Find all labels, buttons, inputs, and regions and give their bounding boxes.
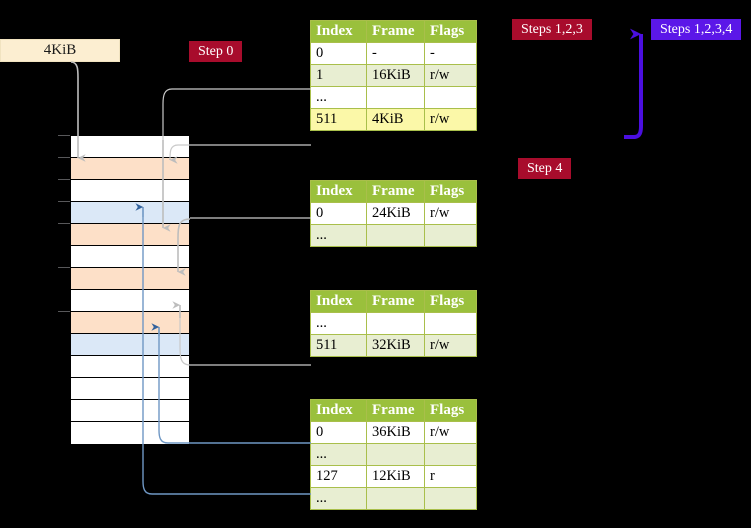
memory-tick-8 [58,311,70,312]
memory-tick-6 [58,267,70,268]
cell-frame: 32KiB [366,334,425,357]
memory-frame-10 [71,356,189,378]
badge-step-0: Step 0 [189,41,243,62]
cell-index: 511 [310,108,367,131]
cell-index: ... [310,443,367,466]
memory-frame-0 [71,136,189,158]
column-header-flags: Flags [424,180,477,203]
cell-flags: r/w [424,334,477,357]
table-row: ... [310,224,477,247]
memory-frame-11 [71,378,189,400]
cell-frame: - [366,42,425,65]
badge-steps-1-2-3: Steps 1,2,3 [512,19,592,40]
column-header-flags: Flags [424,20,477,43]
cell-frame [366,224,425,247]
cell-flags [424,487,477,510]
memory-frame-7 [71,290,189,312]
memory-tick-2 [58,179,70,180]
cell-flags: r/w [424,108,477,131]
memory-tick-0 [58,135,70,136]
cell-index: 1 [310,64,367,87]
memory-frame-3 [71,202,189,224]
cell-frame: 36KiB [366,421,425,444]
cell-index: 0 [310,202,367,225]
badge-steps-1-2-3-4: Steps 1,2,3,4 [651,19,742,40]
connector-table0-row1 [162,88,311,140]
cell-frame: 4KiB [366,108,425,131]
memory-frame-5 [71,246,189,268]
column-header-index: Index [310,290,367,313]
cell-frame [366,487,425,510]
cell-flags [424,86,477,109]
table-row: ... [310,312,477,335]
column-header-index: Index [310,399,367,422]
cell-index: 511 [310,334,367,357]
connector-table0-row511 [169,144,311,160]
cell-index: ... [310,487,367,510]
connector-table2-row511 [179,318,311,366]
memory-frame-1 [71,158,189,180]
memory-tick-4 [58,223,70,224]
column-header-frame: Frame [366,180,425,203]
memory-frame-8 [71,312,189,334]
cell-frame [366,86,425,109]
cell-index: ... [310,86,367,109]
column-header-index: Index [310,20,367,43]
table-row: ... [310,86,477,109]
column-header-frame: Frame [366,20,425,43]
cell-flags: r/w [424,64,477,87]
cell-flags [424,224,477,247]
memory-tick-1 [58,157,70,158]
cell-flags: - [424,42,477,65]
cell-flags: r/w [424,202,477,225]
badge-step-4: Step 4 [518,158,572,179]
memory-size-label: 4KiB [0,39,120,62]
memory-frame-9 [71,334,189,356]
memory-frame-6 [71,268,189,290]
table-row: 0-- [310,42,477,65]
column-header-frame: Frame [366,399,425,422]
table-row: ... [310,443,477,466]
cell-flags: r [424,465,477,488]
column-header-frame: Frame [366,290,425,313]
cell-frame: 12KiB [366,465,425,488]
memory-frame-13 [71,422,189,444]
memory-column [70,135,190,444]
cell-frame [366,443,425,466]
memory-frame-2 [71,180,189,202]
column-header-index: Index [310,180,367,203]
column-header-flags: Flags [424,399,477,422]
memory-tick-3 [58,201,70,202]
cell-frame [366,312,425,335]
cell-index: 127 [310,465,367,488]
arrow-steps-loop-purple [624,28,643,139]
memory-frame-4 [71,224,189,246]
cell-frame: 24KiB [366,202,425,225]
cell-index: ... [310,224,367,247]
cell-flags [424,312,477,335]
cell-flags: r/w [424,421,477,444]
cell-index: 0 [310,421,367,444]
cell-flags [424,443,477,466]
table-row: ... [310,487,477,510]
memory-frame-12 [71,400,189,422]
cell-index: 0 [310,42,367,65]
cell-frame: 16KiB [366,64,425,87]
column-header-flags: Flags [424,290,477,313]
cell-index: ... [310,312,367,335]
